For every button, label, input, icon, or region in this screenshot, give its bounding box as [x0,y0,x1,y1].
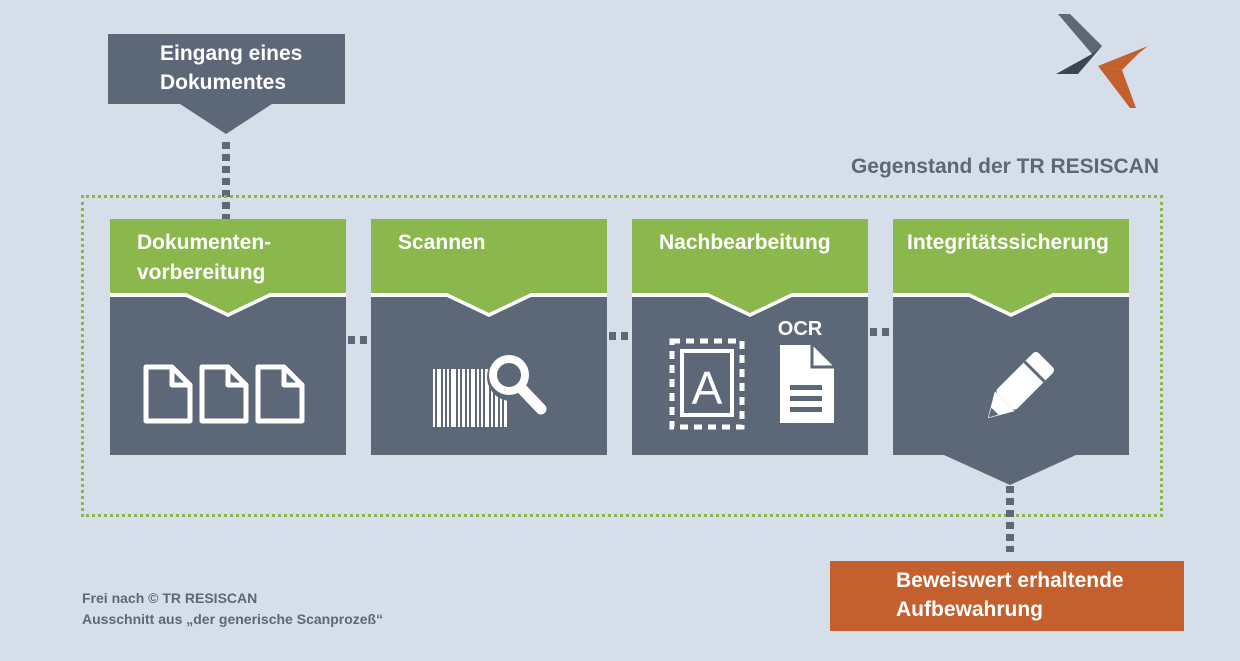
document-input-box: Eingang eines Dokumentes [108,34,345,104]
ocr-letter: A [692,362,723,414]
step-document-preparation: Dokumenten- vorbereitung [110,219,346,455]
step-title-line1: Nachbearbeitung [659,231,831,254]
footnote-line1: Frei nach © TR RESISCAN [82,590,258,606]
step-notch [110,293,346,317]
output-connector [1006,486,1014,552]
step-header: Integritätssicherung [893,219,1129,293]
input-arrow [180,104,272,134]
ocr-icon: A OCR [669,318,834,430]
step-notch [893,293,1129,317]
connector-3-4 [870,328,892,336]
footnote: Frei nach © TR RESISCAN Ausschnitt aus „… [82,588,383,630]
step-title-line1: Integritätssicherung [907,231,1109,254]
step-integrity-protection: Integritätssicherung [893,219,1129,455]
step-scanning: Scannen [371,219,607,455]
pencil-icon [987,351,1055,419]
step-notch [371,293,607,317]
ocr-label: OCR [778,318,823,340]
step-title-line2: vorbereitung [137,261,266,284]
archive-output-box: Beweiswert erhaltende Aufbewahrung [830,561,1184,631]
connector-1-2 [348,336,370,344]
output-label-line2: Aufbewahrung [896,598,1043,621]
output-arrow [944,455,1076,485]
input-connector [222,142,230,219]
logo-icon [1056,14,1148,108]
step-title-line1: Scannen [398,231,486,254]
step-notch [632,293,868,317]
scope-frame [81,195,1163,517]
input-label-line2: Dokumentes [160,71,287,94]
step-header: Scannen [371,219,607,293]
input-label-line1: Eingang eines [160,42,303,65]
connector-2-3 [609,332,631,340]
step-header: Nachbearbeitung [632,219,868,293]
barcode-magnifier-icon [433,353,547,427]
footnote-line2: Ausschnitt aus „der generische Scanproze… [82,611,384,627]
output-label-line1: Beweiswert erhaltende [896,569,1124,592]
step-post-processing: Nachbearbeitung A OCR [632,219,868,455]
documents-icon [143,364,305,424]
scope-label: Gegenstand der TR RESISCAN [850,155,1159,178]
step-header: Dokumenten- vorbereitung [110,219,346,293]
step-title-line1: Dokumenten- [137,231,272,254]
